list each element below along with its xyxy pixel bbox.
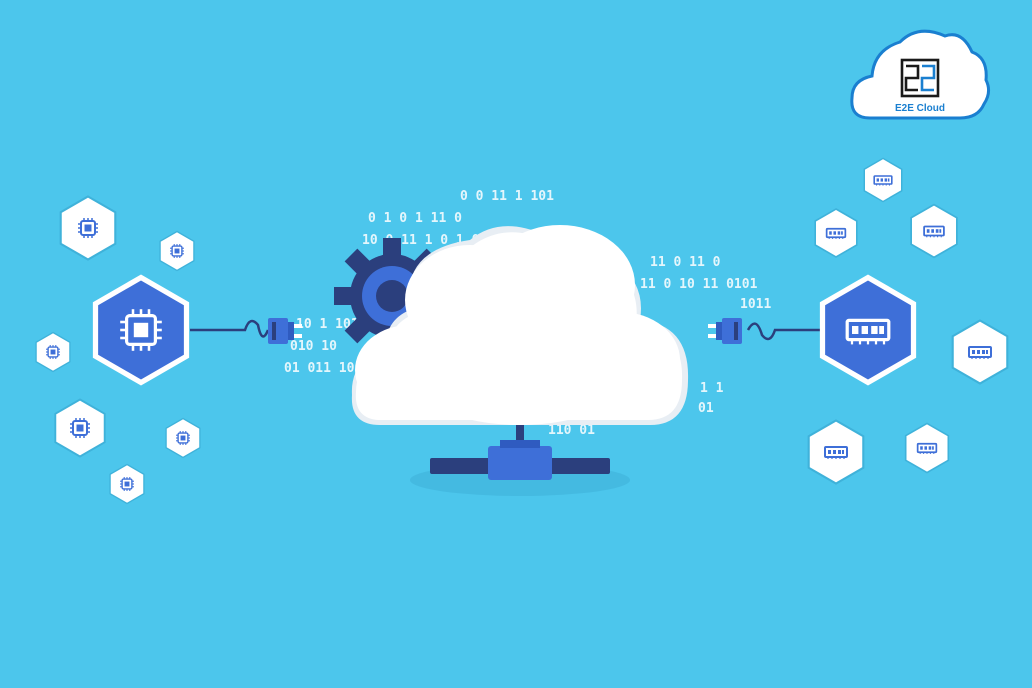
binary-row: 0 0 11 1 101 <box>460 189 554 204</box>
binary-row: 1 1 <box>700 381 724 396</box>
memory-ram-icon <box>863 157 903 203</box>
network-server-icon <box>410 415 630 496</box>
memory-ram-icon <box>814 208 858 258</box>
cpu-chip-icon <box>109 463 145 505</box>
binary-row: 1011 <box>740 297 771 312</box>
cpu-chip-icon <box>59 195 117 261</box>
binary-row: 010 10 <box>290 339 337 354</box>
memory-ram-icon <box>823 278 914 383</box>
memory-ram-icon <box>807 419 865 485</box>
cpu-chip-icon <box>159 230 195 272</box>
plug-connector-icon <box>708 318 820 344</box>
e2e-cloud-logo[interactable]: E2E Cloud <box>850 29 991 120</box>
logo-text: E2E Cloud <box>895 103 945 114</box>
memory-ram-icon <box>951 319 1009 385</box>
binary-row: 11 0 11 0 <box>650 255 721 270</box>
memory-ram-icon <box>910 203 958 259</box>
binary-row: 110 01 <box>548 423 595 438</box>
binary-row: 0 1 0 1 11 0 <box>368 211 462 226</box>
cpu-chip-icon <box>54 398 106 458</box>
binary-stream: 0 0 11 1 101 0 1 0 1 11 0 10 0 11 1 0 1 … <box>284 189 771 438</box>
cpu-chip-icon <box>165 417 201 459</box>
binary-row: 01 011 10 <box>284 361 355 376</box>
binary-row: 01 <box>698 401 714 416</box>
cpu-chip-icon <box>35 331 71 373</box>
memory-ram-icon <box>904 422 950 474</box>
binary-row: 11 0 10 11 0101 <box>640 277 758 292</box>
binary-row: 10 1 101 <box>296 317 359 332</box>
cloud-icon <box>351 225 689 425</box>
e2e-logo-mark <box>900 58 940 98</box>
cpu-chip-icon <box>96 278 187 383</box>
plug-connector-icon <box>190 318 302 344</box>
